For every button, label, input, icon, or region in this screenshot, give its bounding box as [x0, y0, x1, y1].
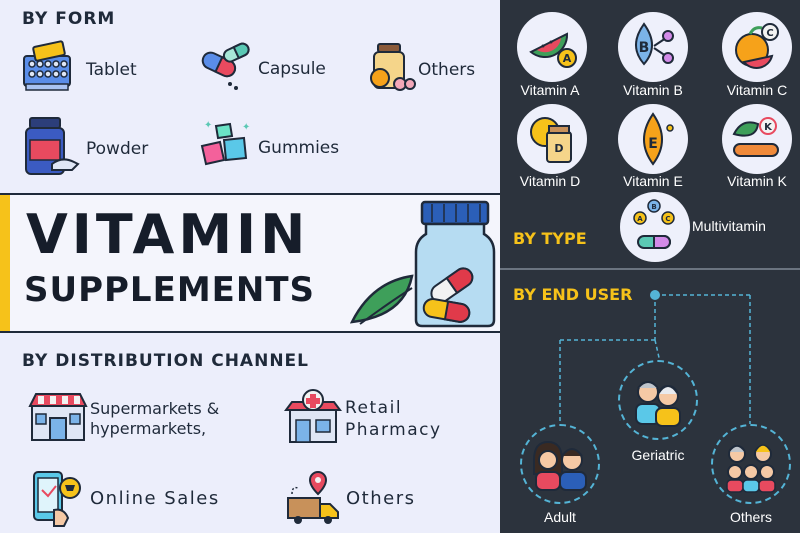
svg-text:✦: ✦	[242, 122, 250, 133]
type-c-label: Vitamin C	[707, 82, 800, 98]
type-d-label: Vitamin D	[500, 173, 600, 189]
type-a-text: Vitamin A	[520, 82, 580, 98]
vitamin-a-icon: A	[517, 12, 587, 82]
geriatric-icon	[618, 360, 698, 440]
dist-supermarket-label: Supermarkets & hypermarkets,	[90, 399, 219, 439]
supermarket-icon	[28, 390, 88, 444]
phone-cart-icon	[30, 470, 82, 528]
svg-text:B: B	[639, 40, 650, 56]
type-multi-label: Multivitamin	[692, 218, 766, 234]
form-powder-label: Powder	[86, 139, 149, 159]
right-divider	[500, 268, 800, 270]
adult-label: Adult	[544, 509, 576, 525]
type-b-text: Vitamin B	[623, 82, 683, 98]
dist-online-label: Online Sales	[90, 488, 220, 509]
multivitamin-icon: B A C	[620, 192, 690, 262]
svg-text:A: A	[637, 215, 643, 223]
adult-icon	[520, 424, 600, 504]
svg-text:E: E	[648, 136, 658, 152]
hero-title-line1: VITAMIN	[26, 203, 310, 266]
dist-pharmacy-line2: Pharmacy	[345, 420, 442, 440]
pill-bottle-icon	[349, 198, 500, 330]
jar-orange-icon	[360, 40, 416, 96]
by-distribution-heading: BY DISTRIBUTION CHANNEL	[22, 351, 309, 371]
type-k-text: Vitamin K	[727, 173, 787, 189]
adult-label-wrap: Adult	[510, 509, 610, 525]
by-end-user-heading: BY END USER	[513, 285, 633, 304]
vitamin-d-icon: D	[517, 104, 587, 174]
type-d-text: Vitamin D	[519, 173, 581, 189]
end-user-connectors	[559, 290, 751, 424]
by-type-heading: BY TYPE	[513, 229, 587, 248]
powder-jar-icon	[22, 116, 80, 178]
dist-pharmacy-label: Retail Pharmacy	[345, 397, 442, 441]
dist-others-label: Others	[346, 488, 416, 509]
type-c-text: Vitamin C	[726, 82, 788, 98]
geriatric-label-wrap: Geriatric	[608, 447, 708, 463]
svg-text:K: K	[764, 122, 773, 133]
svg-text:B: B	[651, 203, 656, 211]
form-others-label: Others	[418, 60, 476, 80]
form-gummies-label: Gummies	[258, 138, 340, 158]
family-label-wrap: Others	[701, 509, 800, 525]
type-b-label: Vitamin B	[603, 82, 703, 98]
tablet-blister-icon	[20, 40, 76, 96]
by-form-heading: BY FORM	[22, 9, 116, 29]
dist-supermarket-line1: Supermarkets &	[90, 399, 220, 418]
type-e-label: Vitamin E	[603, 173, 703, 189]
form-capsule-label: Capsule	[258, 59, 326, 79]
svg-text:C: C	[766, 28, 773, 39]
svg-text:D: D	[554, 142, 563, 155]
svg-text:A: A	[563, 52, 572, 65]
type-a-label: Vitamin A	[500, 82, 600, 98]
svg-text:✦: ✦	[204, 120, 212, 131]
svg-text:C: C	[665, 215, 670, 223]
gummies-icon: ✦ ✦	[196, 116, 256, 176]
type-k-label: Vitamin K	[707, 173, 800, 189]
family-icon	[711, 424, 791, 504]
vitamin-b-icon: B	[618, 12, 688, 82]
vitamin-e-icon: E	[618, 104, 688, 174]
hero-title-line2: SUPPLEMENTS	[24, 270, 316, 310]
geriatric-label: Geriatric	[631, 447, 685, 463]
form-tablet-label: Tablet	[86, 60, 137, 80]
family-others-label: Others	[729, 509, 772, 525]
delivery-truck-icon	[284, 468, 342, 526]
vitamin-k-icon: K	[722, 104, 792, 174]
vitamin-c-icon: C	[722, 12, 792, 82]
capsule-icon	[198, 40, 254, 96]
dist-pharmacy-line1: Retail	[345, 398, 403, 418]
dist-supermarket-line2: hypermarkets,	[90, 419, 207, 438]
type-e-text: Vitamin E	[623, 173, 683, 189]
hero-accent-bar	[0, 195, 10, 331]
pharmacy-icon	[284, 388, 342, 446]
